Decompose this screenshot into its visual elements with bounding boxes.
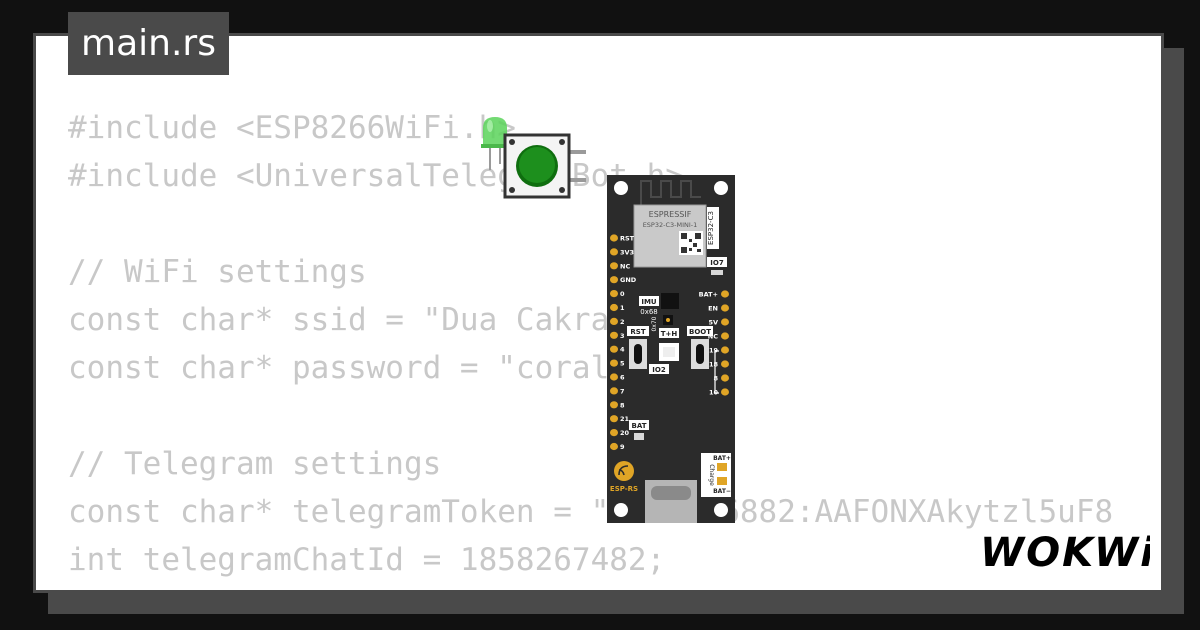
imu-label: IMU (641, 298, 657, 306)
pin-label: 21 (620, 415, 630, 423)
antenna-trace (640, 180, 701, 205)
module-brand: ESPRESSIF (649, 210, 692, 219)
pin-pad[interactable] (721, 360, 729, 368)
pin-pad[interactable] (721, 290, 729, 298)
pin-label: GND (620, 276, 637, 284)
pin-label: BAT+ (699, 291, 718, 299)
pin-pad[interactable] (721, 318, 729, 326)
pin-pad[interactable] (610, 276, 618, 284)
bat-plus-label: BAT+ (713, 455, 731, 462)
th-address: 0x70 (651, 316, 658, 331)
charge-label: Charge (708, 464, 715, 486)
pin-label: 3 (620, 332, 625, 340)
green-pushbutton[interactable] (502, 132, 590, 202)
pin-label: 3V3 (620, 248, 634, 256)
pin-pad[interactable] (610, 401, 618, 409)
code-line: // WiFi settings (68, 254, 367, 290)
pin-label: 2 (620, 318, 625, 326)
pin-label: 1 (620, 304, 625, 312)
pin-pad[interactable] (610, 442, 618, 451)
esp32-c3-board[interactable]: ESPRESSIF ESP32-C3-MINI-1 ESP32-C3 IO7 I… (607, 175, 735, 523)
imu-address: 0x68 (640, 308, 658, 316)
pin-pad[interactable] (610, 290, 618, 298)
pin-pad[interactable] (610, 331, 618, 339)
wifi-module (633, 204, 707, 268)
wokwi-logo-text: WOKWi (980, 530, 1150, 576)
pin-label: EN (708, 305, 718, 313)
pin-label: 8 (713, 375, 718, 383)
pin-pad[interactable] (610, 415, 618, 423)
pin-pad[interactable] (610, 373, 618, 381)
mounting-hole (714, 503, 728, 517)
code-line: #include <ESP8266WiFi.h> (68, 110, 516, 146)
pin-label: 18 (709, 361, 719, 369)
code-line: const char* ssid = "Dua Cakra"; (68, 302, 647, 338)
imu-chip (661, 293, 679, 309)
pin-pad[interactable] (610, 262, 618, 270)
mounting-hole (714, 181, 728, 195)
rst-label: RST (630, 328, 645, 336)
code-line: // Telegram settings (68, 446, 442, 482)
file-tab[interactable]: main.rs (68, 12, 229, 75)
qr-code (679, 231, 703, 255)
pin-label: 20 (620, 429, 630, 437)
mounting-hole (614, 503, 628, 517)
code-line: int telegramChatId = 1858267482; (68, 542, 666, 578)
pin-label: 10 (709, 389, 719, 397)
th-label: T+H (661, 330, 678, 338)
boot-label: BOOT (689, 328, 711, 336)
pin-pad[interactable] (610, 248, 618, 256)
io7-label: IO7 (710, 259, 724, 267)
esp-rs-label: ESP-RS (610, 485, 638, 493)
pin-pad[interactable] (721, 388, 729, 396)
pin-pad[interactable] (721, 346, 729, 354)
code-card: #include <ESP8266WiFi.h>#include <Univer… (33, 33, 1164, 593)
pin-label: 19 (709, 347, 719, 355)
pin-pad[interactable] (610, 303, 618, 312)
pin-label: RST (620, 235, 635, 243)
pin-label: 9 (620, 443, 625, 451)
pin-label: 6 (620, 374, 625, 382)
pin-pad[interactable] (610, 429, 618, 437)
green-led[interactable] (476, 112, 516, 172)
pin-label: 8 (620, 401, 625, 409)
bat-led (634, 433, 644, 440)
bat-minus-pad (717, 477, 727, 485)
chip-side-label: ESP32-C3 (707, 211, 715, 245)
bat-plus-pad (717, 463, 727, 471)
pin-label: NC (708, 333, 718, 341)
module-model: ESP32-C3-MINI-1 (643, 221, 698, 229)
pin-label: 5 (620, 360, 625, 368)
pin-label: 5V (708, 319, 718, 327)
right-pin-header: BAT+ EN 5V NC 19 18 8 10 (699, 290, 729, 397)
pin-pad[interactable] (610, 345, 618, 353)
pin-pad[interactable] (721, 304, 729, 312)
wokwi-logo[interactable]: WOKWi (980, 528, 1150, 576)
pin-label: 0 (620, 290, 625, 298)
esp-rs-logo-icon (614, 461, 634, 481)
pin-pad[interactable] (610, 317, 618, 325)
pin-pad[interactable] (610, 359, 618, 367)
io7-led (711, 270, 723, 275)
pin-label: NC (620, 262, 630, 270)
pin-pad[interactable] (721, 374, 729, 382)
pin-label: 7 (620, 387, 625, 395)
mounting-hole (614, 181, 628, 195)
pin-pad[interactable] (721, 332, 729, 340)
pin-pad[interactable] (610, 387, 618, 395)
bat-label: BAT (632, 422, 647, 430)
bat-minus-label: BAT− (713, 488, 731, 495)
pin-label: 4 (620, 346, 625, 354)
pin-pad[interactable] (610, 234, 618, 242)
io2-label: IO2 (652, 366, 666, 374)
